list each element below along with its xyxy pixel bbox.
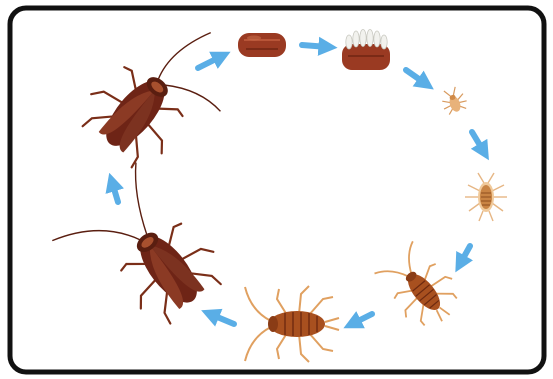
- arrow-egg-case-to-hatching: [302, 45, 328, 47]
- hatching-egg-case-icon: [342, 30, 390, 71]
- egg-case-icon: [238, 33, 286, 57]
